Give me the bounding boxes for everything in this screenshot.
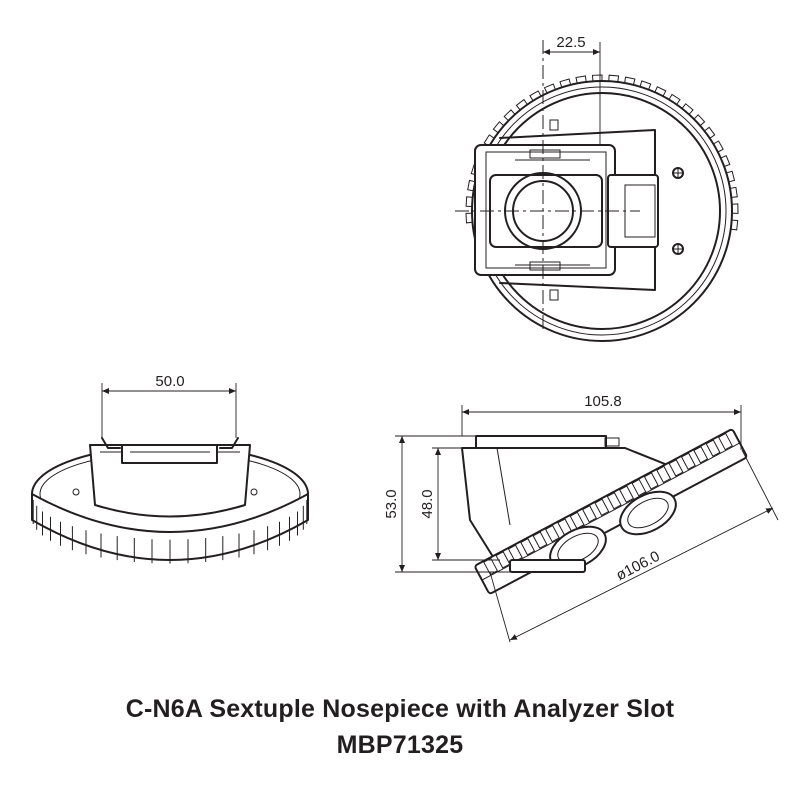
knurl-tooth bbox=[559, 78, 572, 88]
knurl-notch bbox=[680, 452, 696, 471]
knurl-tooth bbox=[624, 76, 636, 86]
front-view-knurl bbox=[31, 494, 309, 564]
knurl-notch bbox=[668, 459, 684, 477]
top-view: 22.5 bbox=[455, 34, 739, 342]
knurl-tooth bbox=[729, 186, 738, 198]
knurl-tooth bbox=[465, 196, 473, 207]
knurl-tooth bbox=[704, 126, 716, 139]
knurl-notch bbox=[656, 465, 672, 484]
knurl-tooth bbox=[543, 83, 556, 94]
knurl-tooth bbox=[681, 103, 694, 115]
dim-top-width: 22.5 bbox=[556, 34, 585, 51]
knurl-tooth bbox=[608, 74, 620, 83]
side-view: 105.8 53.0 48.0 ø106.0 bbox=[383, 393, 779, 643]
knurl-notch bbox=[643, 472, 659, 490]
knurl-notch bbox=[705, 439, 721, 457]
knurl-notch bbox=[631, 478, 647, 497]
knurl-tooth bbox=[465, 212, 473, 224]
knurl-notch bbox=[693, 445, 709, 464]
knurl-tooth bbox=[668, 93, 681, 105]
knurl-tooth bbox=[726, 170, 736, 183]
knurl-notch bbox=[717, 432, 733, 451]
knurl-tooth bbox=[529, 90, 542, 102]
product-code: MBP71325 bbox=[336, 731, 464, 759]
knurl-tooth bbox=[720, 155, 731, 167]
drawing-title: C-N6A Sextuple Nosepiece with Analyzer S… bbox=[125, 695, 675, 723]
knurl-tooth bbox=[503, 109, 516, 122]
knurl-tooth bbox=[515, 98, 528, 111]
knurl-tooth bbox=[730, 219, 739, 231]
knurl-notch bbox=[495, 551, 511, 569]
knurl-tooth bbox=[492, 121, 505, 134]
knurl-tooth bbox=[731, 203, 739, 214]
knurl-tooth bbox=[591, 74, 603, 82]
knurl-tooth bbox=[713, 140, 724, 153]
dim-diameter: ø106.0 bbox=[613, 548, 662, 584]
dim-body-height: 48.0 bbox=[419, 489, 436, 518]
knurl-tooth bbox=[467, 179, 476, 192]
knurl-tooth bbox=[693, 114, 706, 127]
knurl-tooth bbox=[639, 80, 652, 90]
knurl-tooth bbox=[654, 86, 667, 97]
dim-overall-height: 53.0 bbox=[383, 489, 400, 518]
knurl-tooth bbox=[575, 75, 587, 84]
knurl-notch bbox=[606, 491, 622, 510]
front-view: 50.0 bbox=[31, 373, 309, 564]
knurl-notch bbox=[619, 485, 635, 503]
dim-front-width: 50.0 bbox=[155, 373, 184, 390]
dim-side-length: 105.8 bbox=[584, 393, 622, 410]
